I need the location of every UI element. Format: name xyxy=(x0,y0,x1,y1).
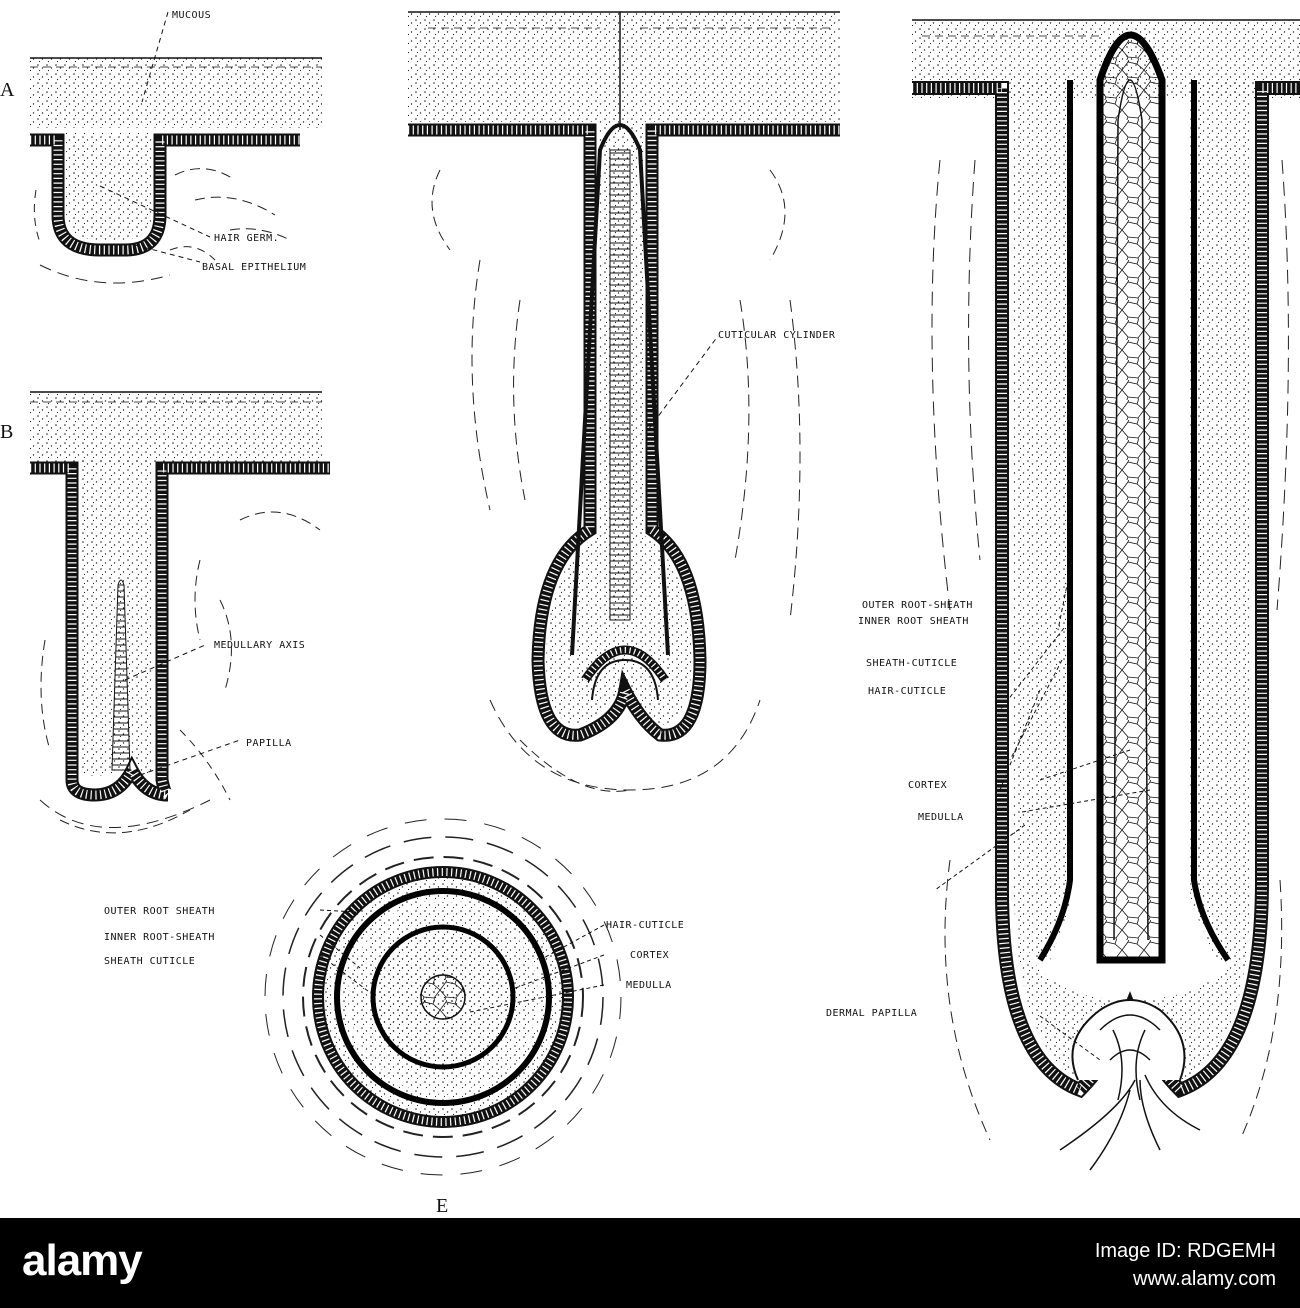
panel-d: OUTER ROOT-SHEATH INNER ROOT SHEATH SHEA… xyxy=(826,19,1300,1171)
label-medullary-axis: MEDULLARY AXIS xyxy=(214,640,305,651)
panel-c: CUTICULAR CYLINDER xyxy=(408,11,840,792)
label-outer-root-sheath-e: OUTER ROOT SHEATH xyxy=(104,906,215,917)
panel-b: B MEDULLARY AXIS PAPILLA xyxy=(0,391,330,834)
panel-letter-b: B xyxy=(0,421,13,443)
label-cortex-d: CORTEX xyxy=(908,780,947,791)
label-papilla: PAPILLA xyxy=(246,738,292,749)
stock-footer-bar: alamy Image ID: RDGEMH www.alamy.com xyxy=(0,1218,1300,1308)
label-outer-root-sheath-d: OUTER ROOT-SHEATH xyxy=(862,600,973,611)
brand-logo: alamy xyxy=(22,1236,143,1285)
label-inner-root-sheath-d: INNER ROOT SHEATH xyxy=(858,616,969,627)
label-cuticular-cylinder: CUTICULAR CYLINDER xyxy=(718,330,836,341)
label-hair-germ: HAIR GERM. xyxy=(214,233,279,244)
label-medulla-d: MEDULLA xyxy=(918,812,964,823)
panel-letter-a: A xyxy=(0,79,15,101)
hair-follicle-diagram: A MUCOUS HAIR GERM. BASAL EPITHELIUM B M… xyxy=(0,10,1300,1217)
image-id: Image ID: RDGEMH xyxy=(1094,1240,1276,1262)
label-mucous: MUCOUS xyxy=(172,10,211,21)
label-hair-cuticle-e: HAIR-CUTICLE xyxy=(606,920,684,931)
label-sheath-cuticle-d: SHEATH-CUTICLE xyxy=(866,658,957,669)
label-inner-root-sheath-e: INNER ROOT-SHEATH xyxy=(104,932,215,943)
label-hair-cuticle-d: HAIR-CUTICLE xyxy=(868,686,946,697)
label-medulla-e: MEDULLA xyxy=(626,980,672,991)
panel-a: A MUCOUS HAIR GERM. BASAL EPITHELIUM xyxy=(0,10,322,284)
label-sheath-cuticle-e: SHEATH CUTICLE xyxy=(104,956,195,967)
panel-letter-e: E xyxy=(436,1195,448,1217)
label-basal-epithelium: BASAL EPITHELIUM xyxy=(202,262,306,273)
label-cortex-e: CORTEX xyxy=(630,950,669,961)
panel-e: E OUTER ROOT SHEATH INNER ROOT-SHEATH SH… xyxy=(104,818,684,1217)
label-dermal-papilla: DERMAL PAPILLA xyxy=(826,1008,917,1019)
site-url: www.alamy.com xyxy=(1133,1268,1276,1290)
